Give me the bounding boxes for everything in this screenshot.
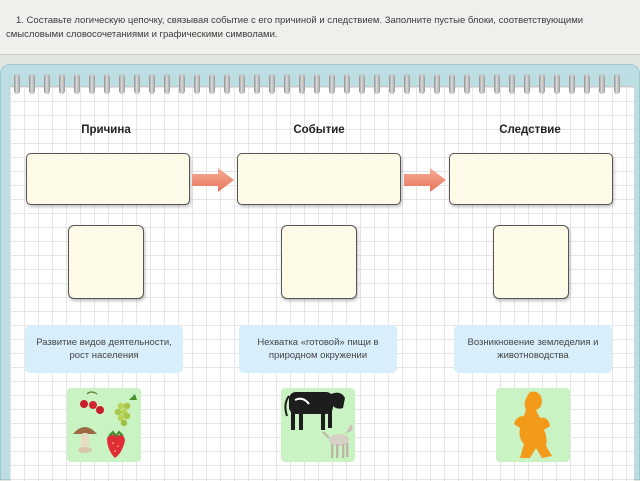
binding-ring <box>149 74 155 94</box>
binding-ring <box>524 74 530 94</box>
consequence-drop-box[interactable] <box>449 153 613 205</box>
binding-ring <box>179 74 185 94</box>
person-picture-card[interactable] <box>496 388 570 462</box>
binding-ring <box>539 74 545 94</box>
animals-icon <box>284 392 353 458</box>
binding-ring <box>569 74 575 94</box>
binding-ring <box>134 74 140 94</box>
binding-ring <box>434 74 440 94</box>
binding-ring <box>404 74 410 94</box>
card-cause-text[interactable]: Развитие видов деятельности, рост населе… <box>25 325 183 373</box>
animals-picture-card[interactable] <box>281 388 355 462</box>
binding-ring <box>164 74 170 94</box>
binding-ring <box>194 74 200 94</box>
person-silhouette-icon <box>514 391 552 458</box>
cause-symbol-box[interactable] <box>68 225 144 299</box>
binding-ring <box>509 74 515 94</box>
event-symbol-box[interactable] <box>281 225 357 299</box>
task-instruction-bar: 1. Составьте логическую цепочку, связыва… <box>0 0 640 55</box>
binding-ring <box>464 74 470 94</box>
header-consequence: Следствие <box>499 124 561 136</box>
binding-ring <box>344 74 350 94</box>
plants-icon <box>73 391 137 458</box>
binding-ring <box>284 74 290 94</box>
binding-ring <box>44 74 50 94</box>
binding-ring <box>314 74 320 94</box>
event-drop-box[interactable] <box>237 153 401 205</box>
binding-ring <box>479 74 485 94</box>
arrow-right-icon <box>192 168 234 192</box>
header-cause: Причина <box>81 124 131 136</box>
binding-ring <box>29 74 35 94</box>
consequence-symbol-box[interactable] <box>493 225 569 299</box>
binding-ring <box>104 74 110 94</box>
binding-ring <box>329 74 335 94</box>
binding-ring <box>599 74 605 94</box>
spiral-binding <box>14 74 634 96</box>
binding-ring <box>74 74 80 94</box>
binding-ring <box>359 74 365 94</box>
binding-ring <box>269 74 275 94</box>
header-event: Событие <box>293 124 345 136</box>
arrow-right-icon <box>404 168 446 192</box>
binding-ring <box>119 74 125 94</box>
binding-ring <box>89 74 95 94</box>
cause-drop-box[interactable] <box>26 153 190 205</box>
binding-ring <box>14 74 20 94</box>
binding-ring <box>209 74 215 94</box>
binding-ring <box>449 74 455 94</box>
binding-ring <box>614 74 620 94</box>
binding-ring <box>254 74 260 94</box>
binding-ring <box>419 74 425 94</box>
binding-ring <box>224 74 230 94</box>
binding-ring <box>389 74 395 94</box>
plants-picture-card[interactable] <box>67 388 141 462</box>
binding-ring <box>59 74 65 94</box>
binding-ring <box>554 74 560 94</box>
card-event-text[interactable]: Нехватка «готовой» пищи в природном окру… <box>239 325 397 373</box>
binding-ring <box>374 74 380 94</box>
card-consequence-text[interactable]: Возникновение земледелия и животноводств… <box>454 325 612 373</box>
task-instruction-text: 1. Составьте логическую цепочку, связыва… <box>6 15 584 40</box>
binding-ring <box>494 74 500 94</box>
binding-ring <box>299 74 305 94</box>
binding-ring <box>584 74 590 94</box>
binding-ring <box>239 74 245 94</box>
